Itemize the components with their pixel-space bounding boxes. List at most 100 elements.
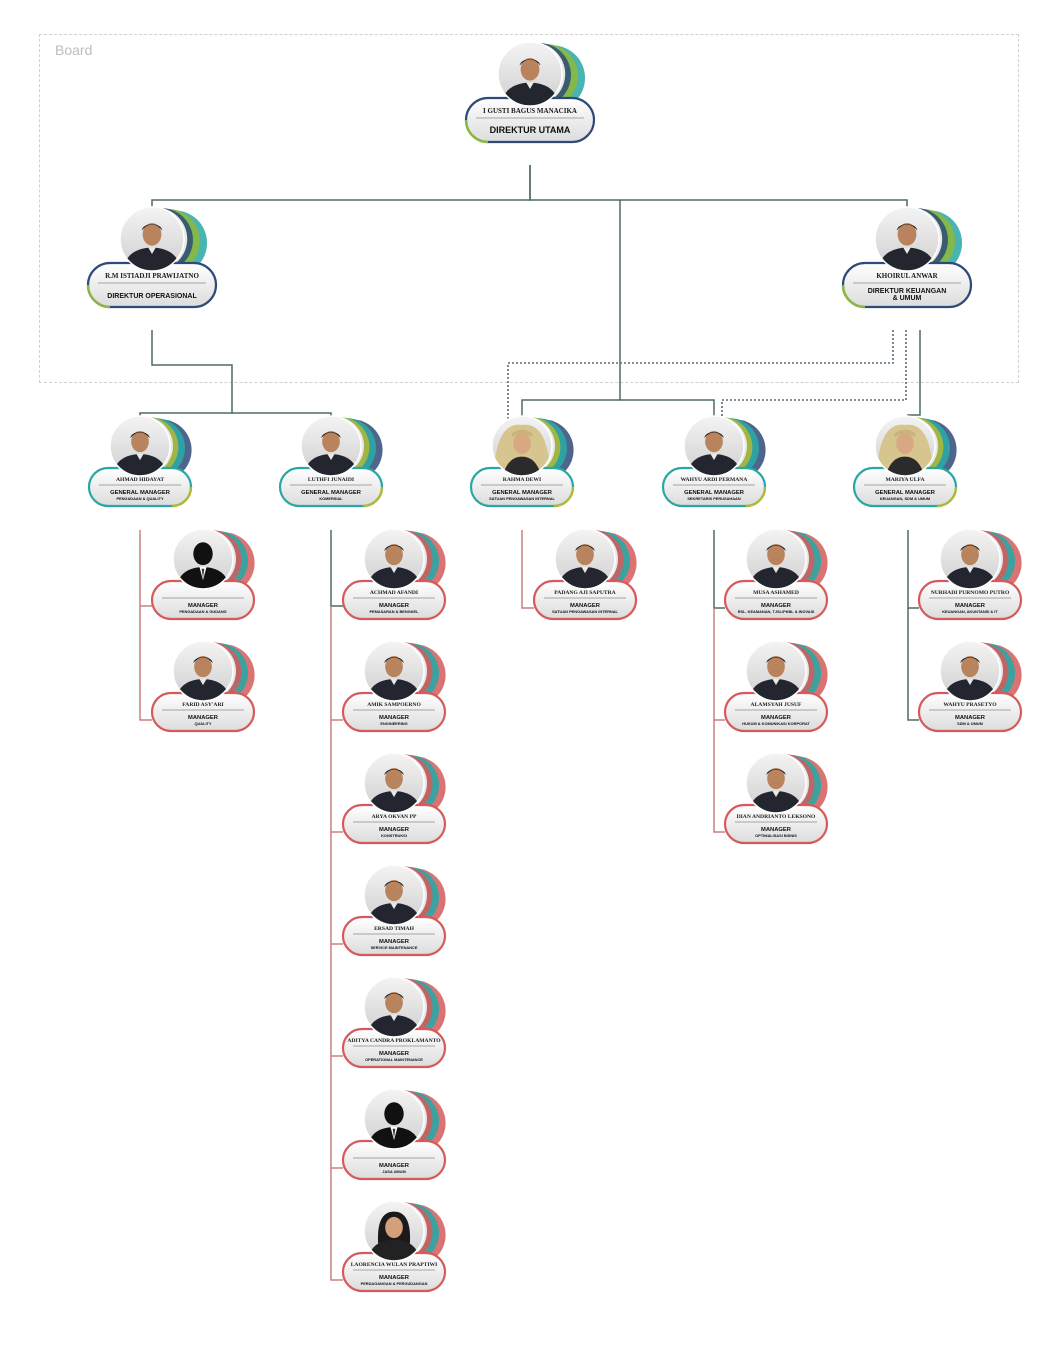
- position-title: DIREKTUR OPERASIONAL: [107, 293, 197, 300]
- name-card: [152, 581, 254, 619]
- position-unit: OPERATIONAL MAINTENANCE: [365, 1057, 423, 1062]
- photo-ring: [363, 640, 425, 702]
- person-portrait-icon: [303, 431, 359, 476]
- position-unit: KEUANGAN, AKUNTANSI & IT: [942, 609, 998, 614]
- connector-gm1-m2: [139, 606, 152, 721]
- person-portrait-icon: [557, 544, 613, 589]
- position-unit: SATUAN PENGAWASAN INTERNAL: [552, 609, 618, 614]
- position-title: GENERAL MANAGER: [301, 490, 362, 496]
- position-unit: KONSTRUKSI: [381, 833, 407, 838]
- person-portrait-icon: [366, 656, 422, 701]
- photo-ring: [874, 206, 940, 272]
- person-name: R.M ISTIADJI PRAWIJATNO: [105, 272, 199, 280]
- photo-ring: [683, 415, 745, 477]
- connector-gm4-m13: [713, 720, 725, 833]
- person-name: ARYA OKVAN PP: [372, 814, 417, 820]
- name-card: [343, 1141, 445, 1179]
- name-card: [854, 468, 956, 506]
- position-unit: PENGADAAN & QUALITY: [116, 496, 164, 501]
- name-card: [343, 917, 445, 955]
- connector-gm2-m7: [330, 944, 343, 1057]
- photo-ring: [119, 206, 185, 272]
- person-name: AMIK SAMPOERNO: [367, 702, 421, 708]
- name-card: [343, 1253, 445, 1291]
- person-portrait-icon: [748, 656, 804, 701]
- name-card: [343, 805, 445, 843]
- name-card: [534, 581, 636, 619]
- board-boundary: [39, 34, 1019, 383]
- person-portrait-icon: [122, 223, 182, 271]
- person-portrait-icon: [366, 992, 422, 1037]
- photo-ring: [363, 752, 425, 814]
- person-name: MUSA ASHAMED: [753, 590, 799, 596]
- connector-gm3-m10: [521, 530, 534, 609]
- position-title: MANAGER: [955, 715, 986, 721]
- name-card: [919, 693, 1021, 731]
- name-card: [343, 581, 445, 619]
- position-title: GENERAL MANAGER: [875, 490, 936, 496]
- person-name: KHOIRUL ANWAR: [876, 272, 938, 280]
- person-portrait-icon: [686, 431, 742, 476]
- person-name: LAORENCIA WULAN PRAPTIWI: [351, 1262, 438, 1268]
- connector-dirut-dirops: [151, 165, 531, 240]
- person-portrait-icon: [942, 656, 998, 701]
- connector-gm5-m14: [907, 530, 919, 609]
- photo-ring: [172, 640, 234, 702]
- connector-gm4-m11: [713, 530, 725, 609]
- position-title: MANAGER: [570, 603, 601, 609]
- person-portrait-icon: [366, 880, 422, 925]
- position-unit: QUALITY: [194, 721, 211, 726]
- person-name: ADITYA CANDRA PROKLAMANTO: [347, 1038, 441, 1044]
- position-title: MANAGER: [955, 603, 986, 609]
- name-card: [919, 581, 1021, 619]
- position-unit: SATUAN PENGAWASAN INTERNAL: [489, 496, 555, 501]
- photo-ring: [745, 528, 807, 590]
- person-portrait-icon: [366, 768, 422, 813]
- photo-ring: [363, 976, 425, 1038]
- photo-ring: [491, 415, 553, 477]
- position-title: MANAGER: [379, 1275, 410, 1281]
- position-unit: JASA UMUM: [382, 1169, 405, 1174]
- photo-ring: [874, 415, 936, 477]
- position-title: MANAGER: [379, 939, 410, 945]
- person-portrait-icon: [500, 58, 560, 106]
- person-name: ALAMSYAH JUSUF: [751, 702, 803, 708]
- position-unit: SEKRETARIS PERUSAHAAN: [687, 496, 741, 501]
- person-name: ACHMAD AFANDI: [370, 590, 418, 596]
- name-card: [725, 805, 827, 843]
- name-card: [343, 1029, 445, 1067]
- photo-ring: [745, 640, 807, 702]
- position-title: MANAGER: [379, 827, 410, 833]
- position-unit: HUKUM & KOMUNIKASI KORPORAT: [742, 721, 810, 726]
- woman-portrait-icon: [367, 1211, 421, 1261]
- position-unit: OPTIMALISASI BISNIS: [755, 833, 797, 838]
- person-name: PADANG AJI SAPUTRA: [554, 590, 615, 596]
- name-card: [725, 693, 827, 731]
- photo-ring: [109, 415, 171, 477]
- position-unit: PENGADAAN & GUDANG: [179, 609, 226, 614]
- photo-ring: [939, 528, 1001, 590]
- name-card: [280, 468, 382, 506]
- connector-gm2-m9: [330, 1168, 343, 1281]
- position-title: DIREKTUR UTAMA: [490, 125, 571, 135]
- photo-ring: [939, 640, 1001, 702]
- name-card: [343, 693, 445, 731]
- person-portrait-icon: [748, 768, 804, 813]
- person-name: WAHYU ARDI PERMANA: [681, 477, 748, 483]
- connector-gm2-m8: [330, 1056, 343, 1169]
- position-unit: RSL. KEAMANAN, TJSL/PKBL & INOVASI: [738, 609, 815, 614]
- person-portrait-icon: [942, 544, 998, 589]
